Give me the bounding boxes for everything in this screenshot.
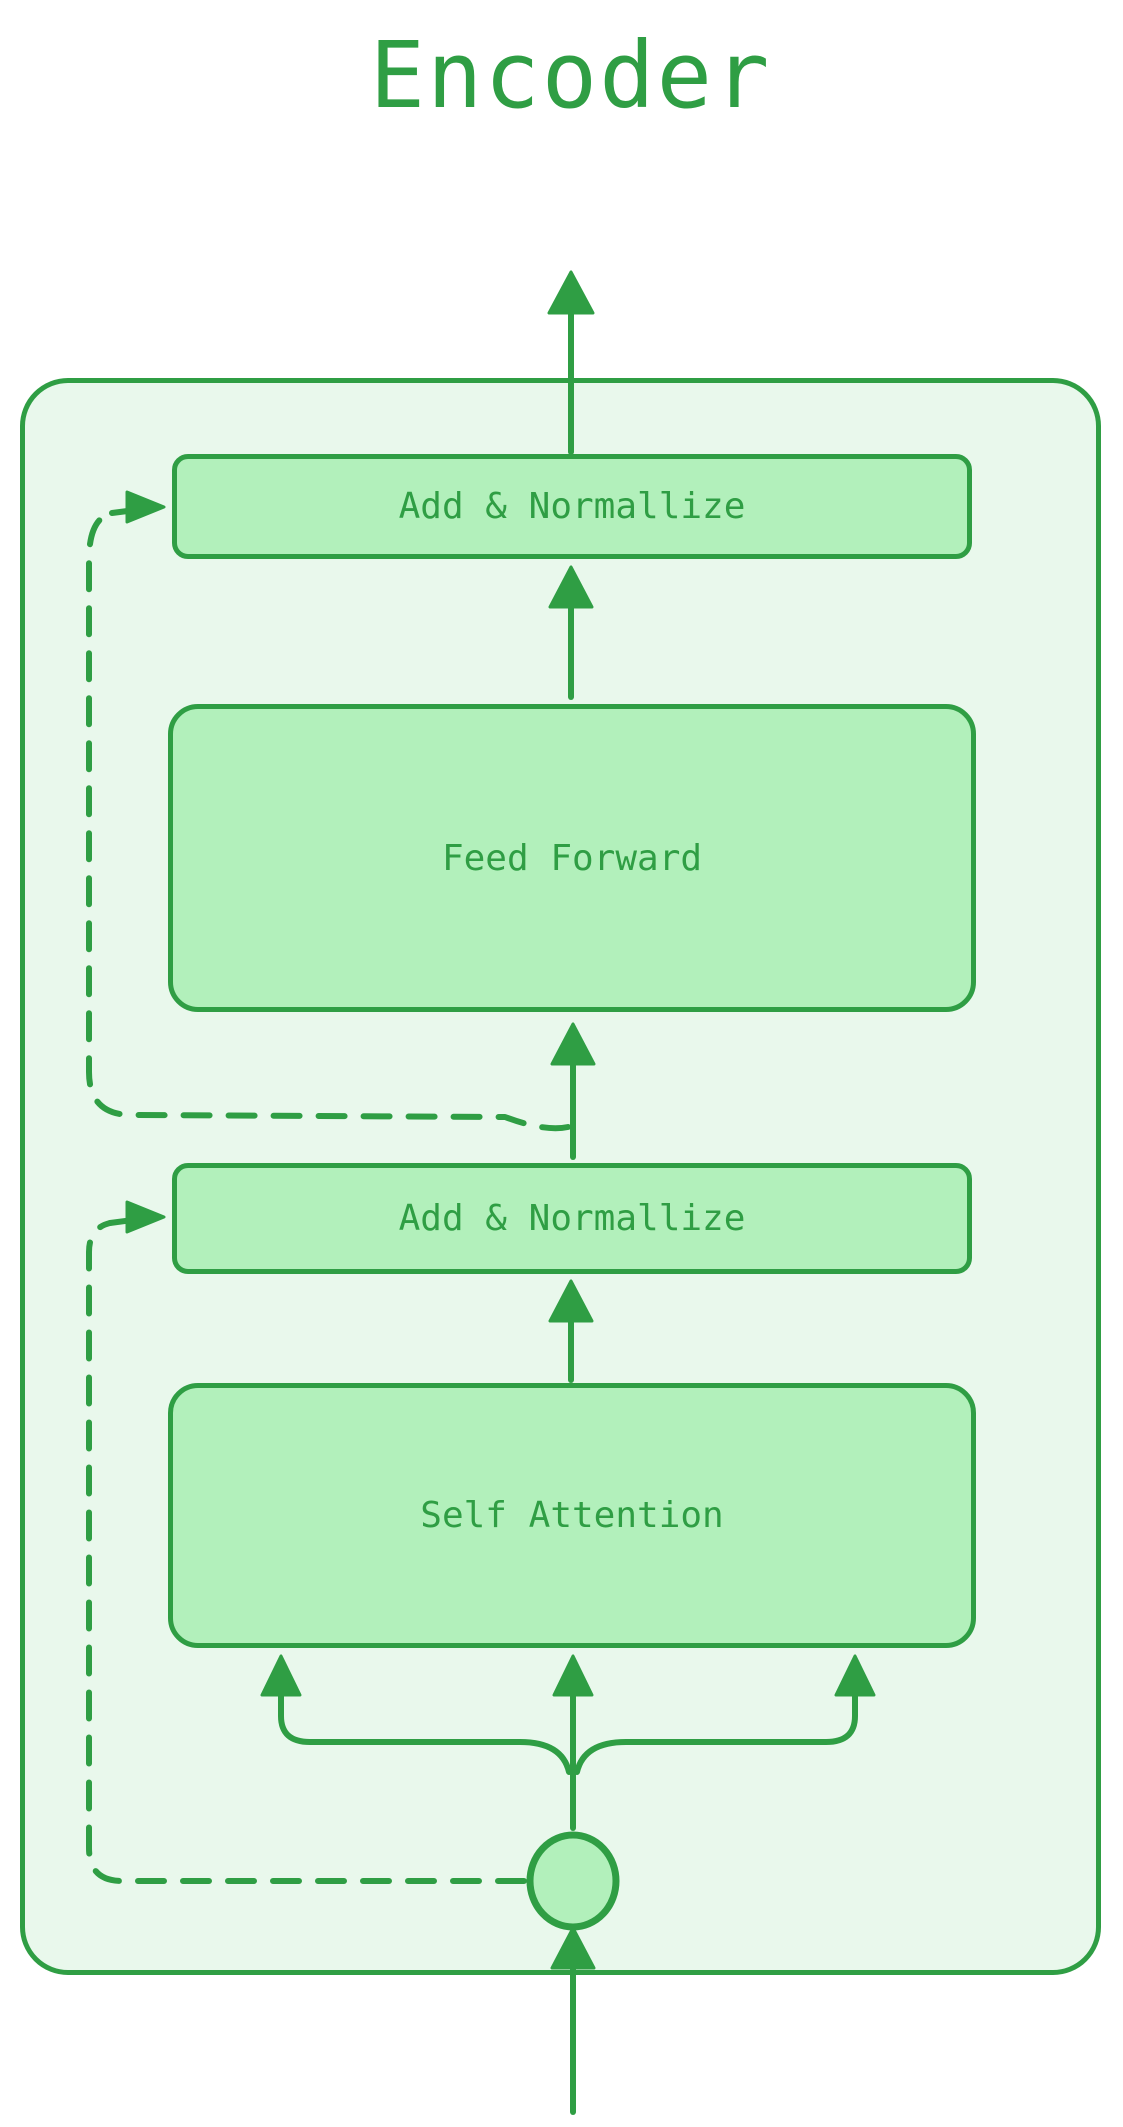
node-feed-forward-label: Feed Forward <box>441 837 703 879</box>
node-self-attention-label: Self Attention <box>420 1495 724 1536</box>
node-add-normalize-bottom: Add & Normallize <box>172 1163 972 1274</box>
node-add-normalize-top-label: Add & Normallize <box>398 486 746 527</box>
node-add-normalize-bottom-label: Add & Normallize <box>398 1198 746 1239</box>
node-self-attention: Self Attention <box>168 1383 976 1648</box>
diagram-title: Encoder <box>369 22 772 129</box>
node-feed-forward: Feed Forward <box>168 704 976 1012</box>
node-add-normalize-top: Add & Normallize <box>172 454 972 559</box>
